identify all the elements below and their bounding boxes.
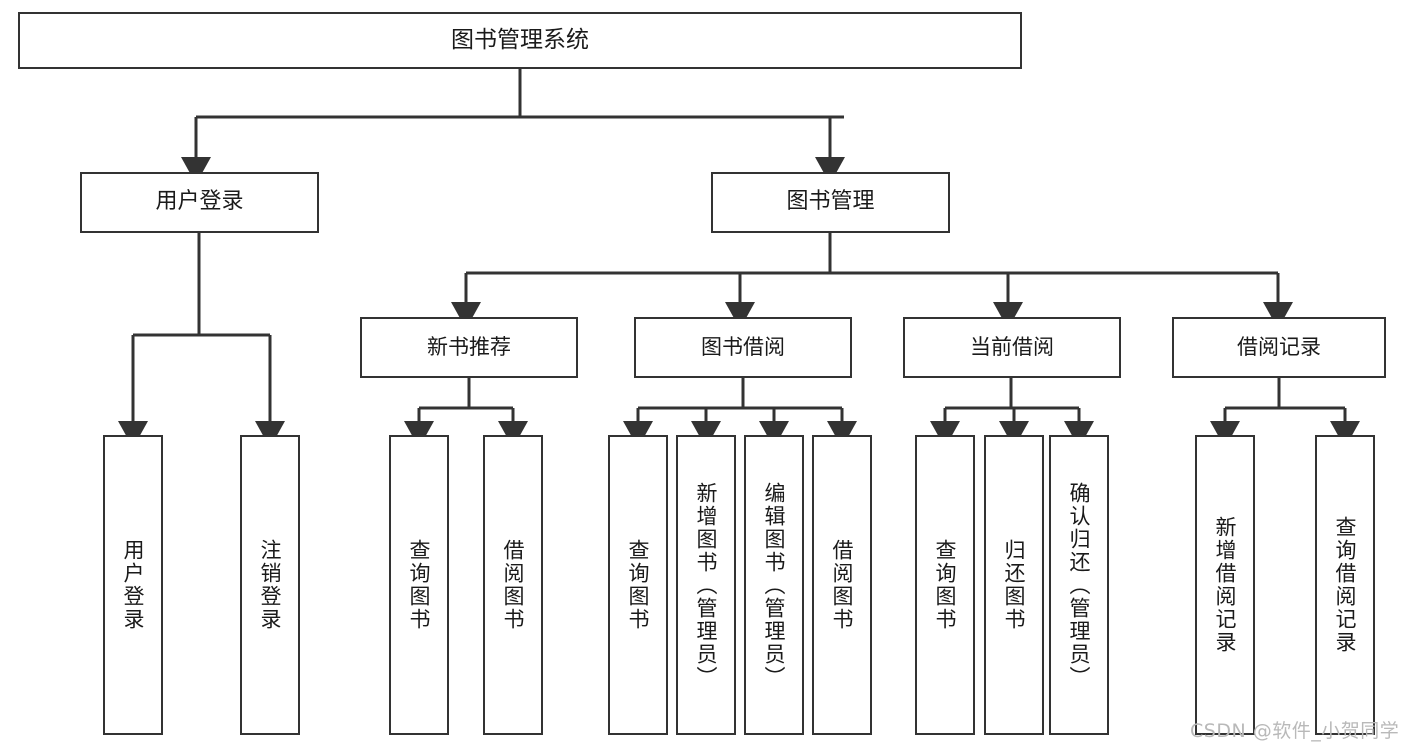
leaf-current-borrow-confirm[interactable]: 确认归还（管理员） xyxy=(1049,435,1109,735)
leaf-borrow-record-query[interactable]: 查询借阅记录 xyxy=(1315,435,1375,735)
leaf-book-borrow-borrow-label: 借阅图书 xyxy=(830,539,855,631)
watermark: CSDN @软件_小贺同学 xyxy=(1190,716,1399,743)
leaf-user-login-logout-label: 注销登录 xyxy=(258,539,283,631)
leaf-current-borrow-query[interactable]: 查询图书 xyxy=(915,435,975,735)
leaf-new-book-borrow[interactable]: 借阅图书 xyxy=(483,435,543,735)
leaf-book-borrow-borrow[interactable]: 借阅图书 xyxy=(812,435,872,735)
node-root-label: 图书管理系统 xyxy=(451,27,589,54)
leaf-book-borrow-add[interactable]: 新增图书（管理员） xyxy=(676,435,736,735)
leaf-current-borrow-query-label: 查询图书 xyxy=(933,539,958,631)
leaf-borrow-record-add-label: 新增借阅记录 xyxy=(1213,516,1238,654)
node-new-book-recommend[interactable]: 新书推荐 xyxy=(360,317,578,378)
node-new-book-recommend-label: 新书推荐 xyxy=(427,334,511,359)
node-user-login[interactable]: 用户登录 xyxy=(80,172,319,233)
node-book-borrow-label: 图书借阅 xyxy=(701,334,785,359)
leaf-book-borrow-query[interactable]: 查询图书 xyxy=(608,435,668,735)
watermark-text: CSDN @软件_小贺同学 xyxy=(1190,720,1400,742)
leaf-book-borrow-query-label: 查询图书 xyxy=(626,539,651,631)
node-book-manage-label: 图书管理 xyxy=(786,189,875,215)
leaf-current-borrow-return-label: 归还图书 xyxy=(1002,539,1027,631)
leaf-new-book-query[interactable]: 查询图书 xyxy=(389,435,449,735)
node-borrow-record[interactable]: 借阅记录 xyxy=(1172,317,1386,378)
leaf-book-borrow-edit[interactable]: 编辑图书（管理员） xyxy=(744,435,804,735)
leaf-user-login-login[interactable]: 用户登录 xyxy=(103,435,163,735)
leaf-borrow-record-query-label: 查询借阅记录 xyxy=(1333,516,1358,654)
leaf-new-book-borrow-label: 借阅图书 xyxy=(501,539,526,631)
leaf-user-login-logout[interactable]: 注销登录 xyxy=(240,435,300,735)
node-root[interactable]: 图书管理系统 xyxy=(18,12,1022,69)
leaf-new-book-query-label: 查询图书 xyxy=(407,539,432,631)
node-borrow-record-label: 借阅记录 xyxy=(1237,334,1321,359)
node-user-login-label: 用户登录 xyxy=(155,189,244,215)
leaf-book-borrow-edit-label: 编辑图书（管理员） xyxy=(762,481,787,689)
node-current-borrow[interactable]: 当前借阅 xyxy=(903,317,1121,378)
leaf-book-borrow-add-label: 新增图书（管理员） xyxy=(694,481,719,689)
node-book-manage[interactable]: 图书管理 xyxy=(711,172,950,233)
node-current-borrow-label: 当前借阅 xyxy=(970,334,1054,359)
node-book-borrow[interactable]: 图书借阅 xyxy=(634,317,852,378)
leaf-current-borrow-confirm-label: 确认归还（管理员） xyxy=(1067,481,1092,689)
leaf-current-borrow-return[interactable]: 归还图书 xyxy=(984,435,1044,735)
leaf-user-login-login-label: 用户登录 xyxy=(121,539,146,631)
leaf-borrow-record-add[interactable]: 新增借阅记录 xyxy=(1195,435,1255,735)
